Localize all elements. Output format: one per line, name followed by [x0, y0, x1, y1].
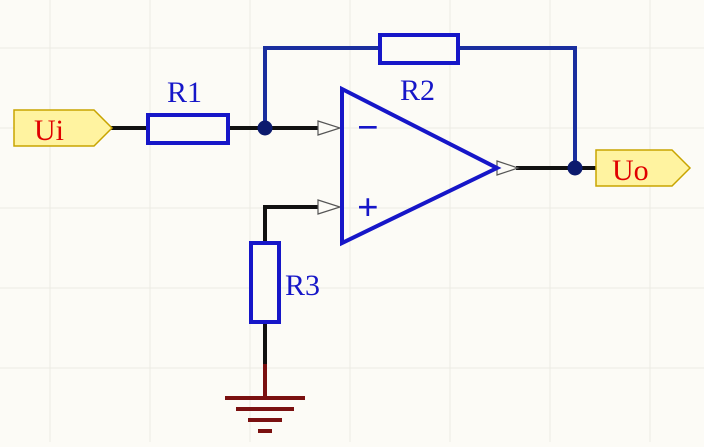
wires-blue: [263, 46, 577, 170]
input-port-label: Ui: [34, 114, 64, 147]
junction-dot-input: [257, 120, 273, 136]
opamp-inverting-symbol: −: [357, 107, 379, 149]
pin-marker-noninverting: [317, 199, 342, 215]
resistor-r3-label: R3: [285, 269, 320, 302]
pin-markers: [317, 120, 520, 215]
resistor-r2[interactable]: [378, 33, 460, 65]
resistor-r1[interactable]: [146, 113, 230, 145]
ground-icon: [225, 396, 305, 433]
resistor-r3[interactable]: [249, 241, 281, 324]
pin-marker-inverting: [317, 120, 342, 136]
feedback-wire-left: [263, 46, 382, 130]
feedback-wire-right: [456, 46, 577, 170]
resistor-r2-label: R2: [400, 74, 435, 107]
output-port-label: Uo: [612, 154, 649, 187]
junctions: [257, 120, 583, 176]
opamp-noninverting-symbol: +: [357, 187, 379, 229]
output-port-uo[interactable]: Uo: [595, 149, 692, 187]
opamp-body[interactable]: [340, 85, 502, 247]
resistor-r1-label: R1: [167, 76, 202, 109]
input-port-ui[interactable]: Ui: [13, 109, 114, 147]
junction-dot-output: [567, 160, 583, 176]
resistors: [146, 33, 460, 324]
